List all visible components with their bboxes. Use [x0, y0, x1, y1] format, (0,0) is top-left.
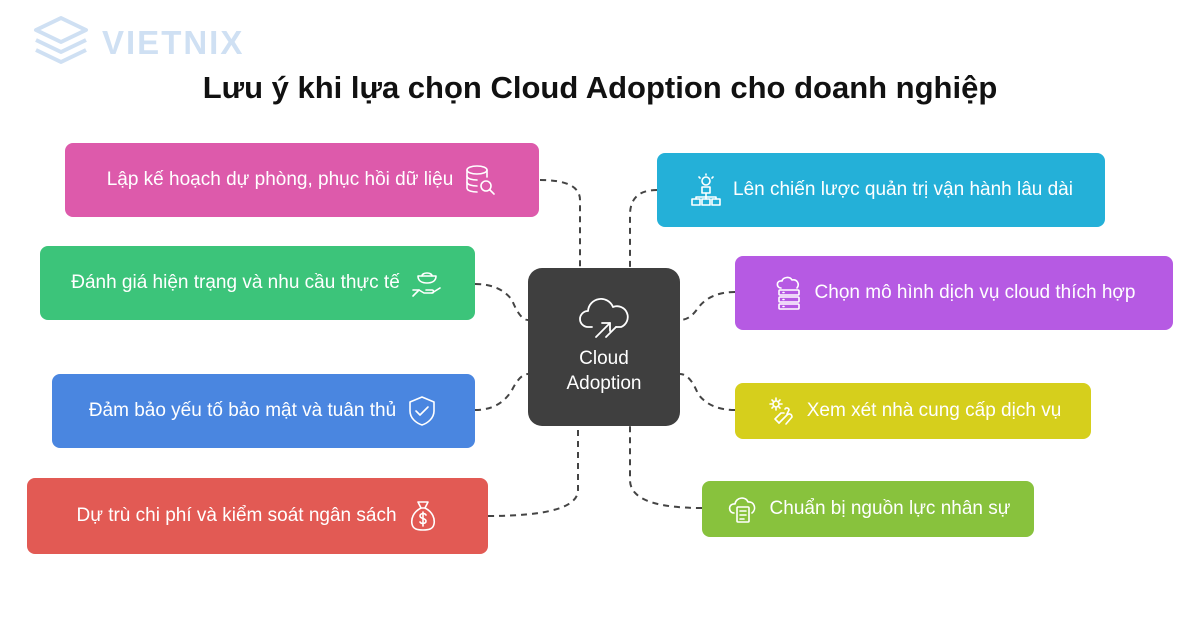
- node-governance-strategy: Lên chiến lược quản trị vận hành lâu dài: [657, 153, 1105, 227]
- center-label-line1: Cloud: [579, 348, 629, 370]
- node-provider-review: Xem xét nhà cung cấp dịch vụ: [735, 383, 1091, 439]
- database-search-icon: [463, 163, 497, 197]
- center-label-line2: Adoption: [566, 373, 642, 394]
- node-service-model: Chọn mô hình dịch vụ cloud thích hợp: [735, 256, 1173, 330]
- node-assessment: Đánh giá hiện trạng và nhu cầu thực tế: [40, 246, 475, 320]
- cloud-document-icon: [726, 493, 760, 525]
- money-bag-icon: [407, 499, 439, 533]
- page-title: Lưu ý khi lựa chọn Cloud Adoption cho do…: [202, 70, 998, 105]
- node-security: Đảm bảo yếu tố bảo mật và tuân thủ: [52, 374, 475, 448]
- hierarchy-icon: [689, 172, 723, 208]
- server-stack-icon: [773, 276, 805, 310]
- node-label: Lên chiến lược quản trị vận hành lâu dài: [733, 179, 1073, 200]
- cloud-arrow-icon: [579, 298, 629, 339]
- logo: VIETNIX: [30, 12, 244, 74]
- node-human-resources: Chuẩn bị nguồn lực nhân sự: [702, 481, 1034, 537]
- hand-gear-icon: [765, 395, 797, 427]
- logo-stack-icon: [34, 16, 88, 64]
- node-label: Đánh giá hiện trạng và nhu cầu thực tế: [71, 272, 400, 293]
- node-label: Đảm bảo yếu tố bảo mật và tuân thủ: [88, 400, 397, 421]
- logo-text: VIETNIX: [102, 24, 245, 61]
- node-budget: Dự trù chi phí và kiểm soát ngân sách: [27, 478, 488, 554]
- node-label: Chọn mô hình dịch vụ cloud thích hợp: [814, 282, 1136, 303]
- node-backup-plan: Lập kế hoạch dự phòng, phục hồi dữ liệu: [65, 143, 539, 217]
- hand-bowl-icon: [410, 266, 444, 300]
- node-label: Dự trù chi phí và kiểm soát ngân sách: [76, 505, 397, 526]
- node-label: Lập kế hoạch dự phòng, phục hồi dữ liệu: [106, 169, 454, 190]
- node-label: Chuẩn bị nguồn lực nhân sự: [769, 498, 1011, 519]
- center-node: Cloud Adoption: [528, 268, 680, 426]
- shield-check-icon: [406, 394, 438, 428]
- node-label: Xem xét nhà cung cấp dịch vụ: [806, 400, 1062, 421]
